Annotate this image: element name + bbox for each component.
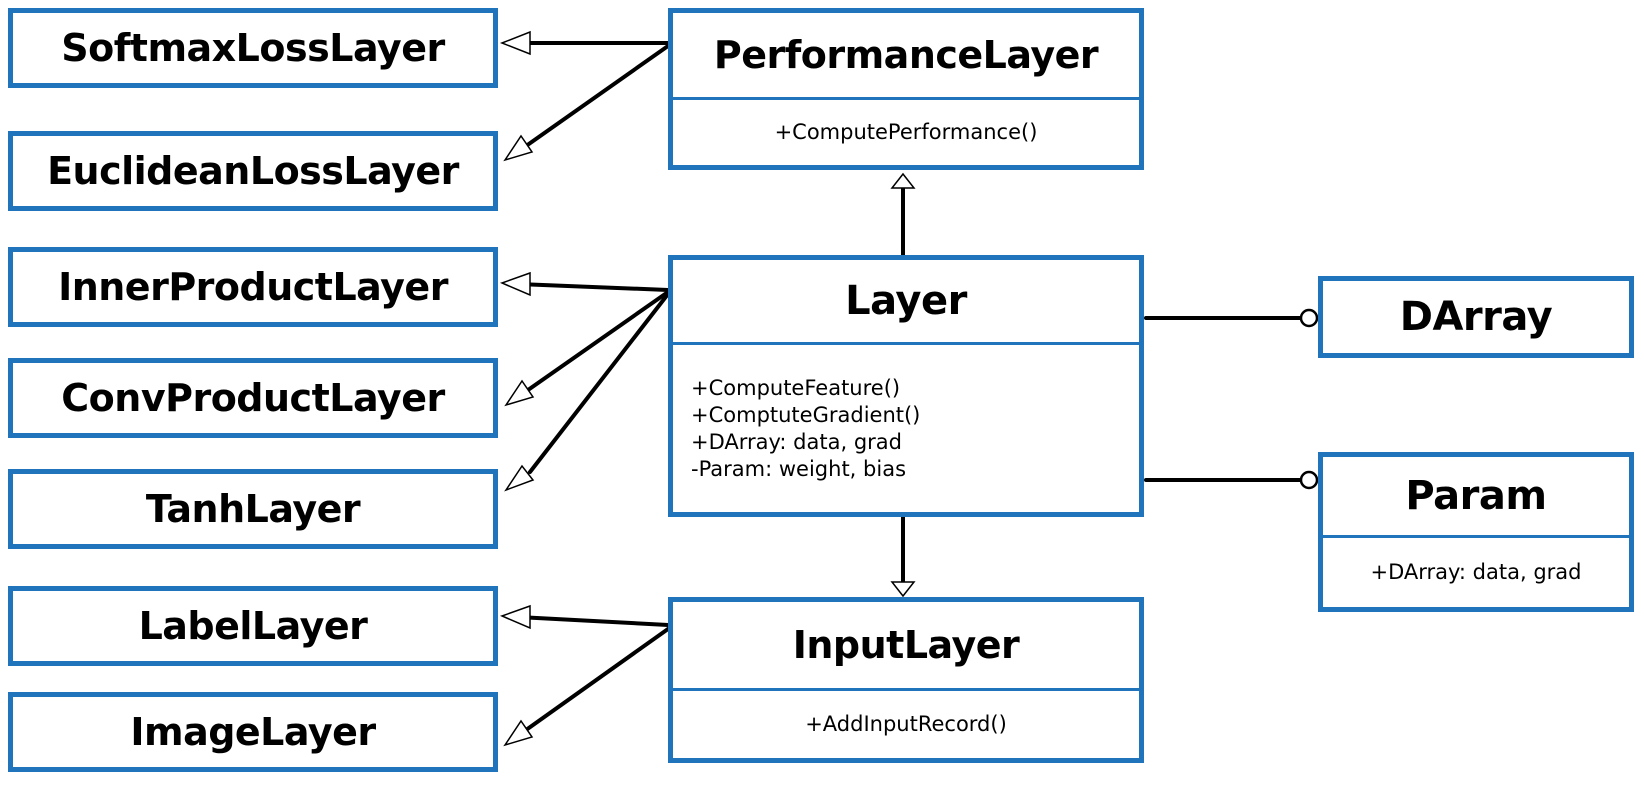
class-euclidean-loss-layer[interactable]: EuclideanLossLayer: [8, 131, 498, 211]
member: +ComputePerformance(): [774, 120, 1038, 144]
arrowhead-performance: [890, 172, 916, 189]
class-inner-product-layer[interactable]: InnerProductLayer: [8, 247, 498, 327]
class-members: +ComputePerformance(): [673, 97, 1139, 165]
class-image-layer[interactable]: ImageLayer: [8, 692, 498, 772]
arrowhead-label: [499, 604, 531, 630]
class-members: +ComputeFeature() +ComptuteGradient() +D…: [673, 342, 1139, 512]
arrowhead-softmax: [499, 30, 531, 56]
edge-input-image: [524, 627, 670, 732]
class-param[interactable]: Param +DArray: data, grad: [1318, 452, 1634, 612]
class-conv-product-layer[interactable]: ConvProductLayer: [8, 358, 498, 438]
arrowhead-image: [503, 719, 534, 747]
edge-performance-euclidean: [524, 44, 670, 148]
class-name: LabelLayer: [138, 604, 368, 648]
class-name: Layer: [845, 278, 967, 324]
class-name: InputLayer: [792, 623, 1020, 667]
arrowhead-euclidean: [503, 134, 534, 162]
arrowhead-inner: [499, 271, 531, 297]
edge-layer-inner: [516, 282, 670, 292]
member: +DArray: data, grad: [691, 429, 902, 454]
circle-end-param: [1299, 470, 1319, 490]
member: +DArray: data, grad: [1370, 560, 1582, 584]
member: +AddInputRecord(): [805, 712, 1007, 736]
class-performance-layer[interactable]: PerformanceLayer +ComputePerformance(): [668, 8, 1144, 170]
class-label-layer[interactable]: LabelLayer: [8, 586, 498, 666]
class-darray[interactable]: DArray: [1318, 276, 1634, 358]
arrowhead-conv: [504, 379, 535, 407]
edge-input-label: [516, 615, 670, 627]
class-members: +DArray: data, grad: [1323, 535, 1629, 607]
class-tanh-layer[interactable]: TanhLayer: [8, 469, 498, 549]
edge-layer-tanh: [528, 292, 670, 474]
class-layer[interactable]: Layer +ComputeFeature() +ComptuteGradien…: [668, 255, 1144, 517]
class-name: Param: [1405, 473, 1547, 519]
member: +ComputeFeature(): [691, 375, 901, 400]
edge-layer-conv: [526, 290, 670, 392]
class-name: TanhLayer: [145, 487, 361, 531]
class-name: PerformanceLayer: [713, 33, 1099, 77]
arrowhead-input: [890, 581, 916, 598]
class-softmax-loss-layer[interactable]: SoftmaxLossLayer: [8, 8, 498, 88]
class-name: InnerProductLayer: [58, 265, 448, 309]
class-name: SoftmaxLossLayer: [61, 26, 445, 70]
class-name: ImageLayer: [130, 710, 376, 754]
member: +ComptuteGradient(): [691, 402, 921, 427]
class-name: DArray: [1399, 294, 1553, 340]
arrowhead-tanh: [504, 464, 535, 492]
circle-end-darray: [1299, 308, 1319, 328]
class-name: EuclideanLossLayer: [47, 149, 459, 193]
class-input-layer[interactable]: InputLayer +AddInputRecord(): [668, 597, 1144, 763]
class-members: +AddInputRecord(): [673, 688, 1139, 758]
member: -Param: weight, bias: [691, 456, 907, 481]
class-name: ConvProductLayer: [61, 376, 445, 420]
